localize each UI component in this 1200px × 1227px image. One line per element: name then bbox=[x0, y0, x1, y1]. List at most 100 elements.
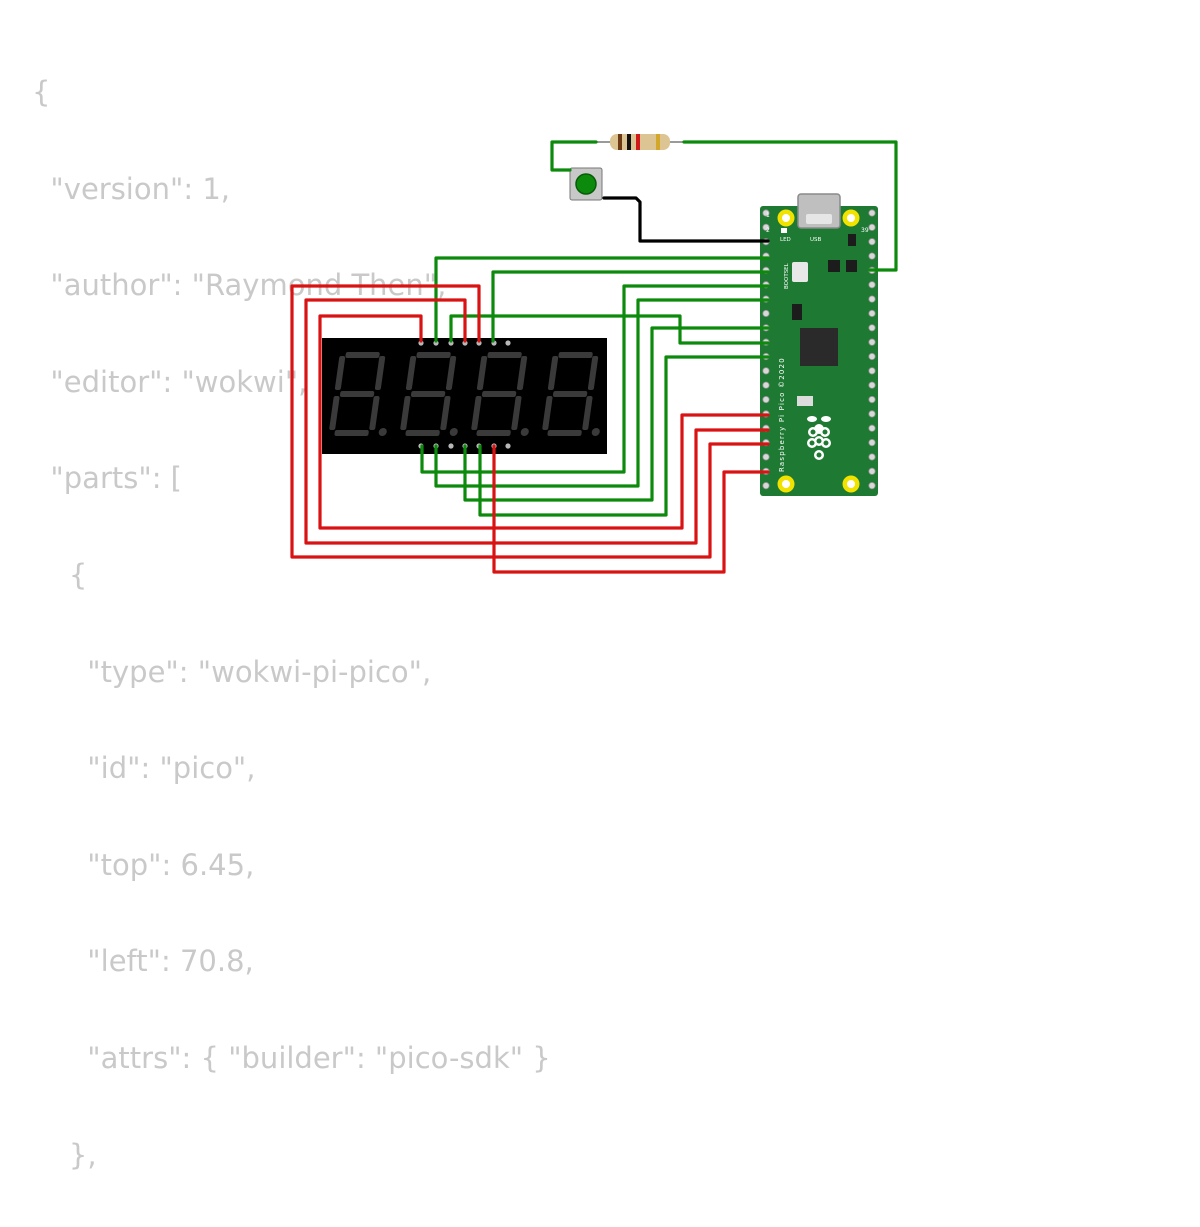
segment bbox=[445, 356, 457, 390]
resistor[interactable] bbox=[596, 134, 684, 150]
wire-green[interactable] bbox=[550, 140, 598, 172]
wire-red[interactable] bbox=[492, 444, 770, 574]
header-pin bbox=[762, 395, 770, 404]
header-pin bbox=[868, 438, 876, 447]
led bbox=[781, 228, 787, 233]
bootsel-label: BOOTSEL bbox=[784, 262, 790, 289]
display-digits bbox=[329, 352, 600, 436]
code-line: "attrs": { "builder": "pico-sdk" } bbox=[32, 1040, 551, 1075]
header-pin bbox=[762, 381, 770, 389]
decimal-point bbox=[591, 428, 600, 436]
segment bbox=[481, 391, 517, 397]
bootsel-button[interactable] bbox=[792, 262, 808, 282]
wire-red[interactable] bbox=[290, 284, 770, 559]
decimal-point bbox=[449, 428, 458, 436]
code-line: "type": "wokwi-pi-pico", bbox=[32, 654, 432, 689]
header-pin bbox=[868, 209, 876, 217]
pin-label: 39 bbox=[861, 227, 869, 234]
wire-green[interactable] bbox=[434, 256, 770, 343]
segment bbox=[582, 396, 593, 430]
circuit-canvas: 1 2 39 LED USB BOOTSEL Raspberry Pi Pic bbox=[290, 134, 898, 574]
usb-label: USB bbox=[810, 237, 822, 243]
header-pin bbox=[868, 324, 876, 332]
segment bbox=[476, 430, 511, 436]
seven-segment-display[interactable] bbox=[322, 338, 611, 454]
segment bbox=[374, 356, 386, 390]
digit bbox=[329, 352, 387, 436]
decimal-point bbox=[520, 428, 529, 436]
header-pin bbox=[762, 209, 770, 217]
code-line: "parts": [ bbox=[32, 461, 182, 496]
wire-green[interactable] bbox=[449, 314, 770, 345]
wire-red[interactable] bbox=[318, 314, 770, 530]
digit bbox=[542, 352, 600, 436]
header-pin bbox=[762, 453, 770, 461]
segment bbox=[345, 352, 380, 358]
wire-black[interactable] bbox=[602, 196, 770, 243]
header-pin bbox=[868, 252, 876, 260]
header-pin bbox=[868, 223, 876, 231]
header-pin bbox=[868, 309, 876, 318]
segment bbox=[516, 356, 528, 390]
wire-red[interactable] bbox=[304, 298, 770, 545]
wire-green[interactable] bbox=[491, 270, 770, 343]
pin-label: 2 bbox=[766, 227, 770, 234]
wire-green[interactable] bbox=[434, 298, 770, 488]
segment bbox=[440, 396, 451, 430]
segment bbox=[547, 430, 582, 436]
pi-pico-board[interactable]: 1 2 39 LED USB BOOTSEL Raspberry Pi Pic bbox=[760, 193, 878, 496]
decimal-point bbox=[378, 428, 387, 436]
code-line: "left": 70.8, bbox=[32, 944, 254, 979]
header-pin bbox=[868, 381, 876, 389]
board-silkscreen: Raspberry Pi Pico ©2020 bbox=[778, 357, 786, 472]
segment bbox=[334, 430, 369, 436]
header-pin bbox=[868, 395, 876, 404]
segment bbox=[410, 391, 446, 397]
segment bbox=[487, 352, 522, 358]
segment bbox=[405, 430, 440, 436]
header-pin bbox=[868, 467, 876, 475]
wire-green[interactable] bbox=[463, 326, 770, 502]
button-cap[interactable] bbox=[575, 173, 597, 195]
segment bbox=[587, 356, 599, 390]
segment bbox=[476, 356, 488, 390]
pushbutton[interactable] bbox=[569, 167, 603, 201]
segment bbox=[552, 391, 588, 397]
header-pin bbox=[868, 281, 876, 289]
code-line: "version": 1, bbox=[32, 171, 230, 206]
segment bbox=[369, 396, 380, 430]
display-pin bbox=[505, 443, 511, 449]
header-pin bbox=[762, 367, 770, 375]
segment bbox=[471, 396, 482, 430]
segment bbox=[416, 352, 451, 358]
wire-green[interactable] bbox=[478, 355, 770, 517]
header-pin bbox=[868, 410, 876, 418]
header-pin bbox=[868, 295, 876, 303]
code-line: { bbox=[32, 557, 88, 592]
wire-green[interactable] bbox=[682, 140, 898, 272]
wire-green[interactable] bbox=[420, 284, 770, 474]
segment bbox=[405, 356, 417, 390]
header-pin bbox=[868, 352, 876, 361]
header-pin bbox=[762, 482, 770, 490]
segment bbox=[400, 396, 411, 430]
digit bbox=[471, 352, 529, 436]
digit bbox=[400, 352, 458, 436]
display-pin bbox=[448, 443, 454, 449]
header-pin bbox=[868, 482, 876, 490]
code-line: "editor": "wokwi", bbox=[32, 364, 308, 399]
code-line: }, bbox=[32, 1137, 97, 1172]
segment bbox=[542, 396, 553, 430]
code-line: { bbox=[32, 75, 51, 109]
header-pin bbox=[868, 238, 876, 246]
segment bbox=[339, 391, 375, 397]
display-pin bbox=[505, 340, 511, 346]
segment bbox=[334, 356, 346, 390]
code-line: "top": 6.45, bbox=[32, 847, 255, 882]
segment bbox=[329, 396, 340, 430]
raspberry-logo bbox=[807, 416, 831, 460]
pin-label: 1 bbox=[766, 212, 770, 219]
header-pin bbox=[762, 309, 770, 318]
segment bbox=[558, 352, 593, 358]
code-line: "id": "pico", bbox=[32, 751, 256, 786]
